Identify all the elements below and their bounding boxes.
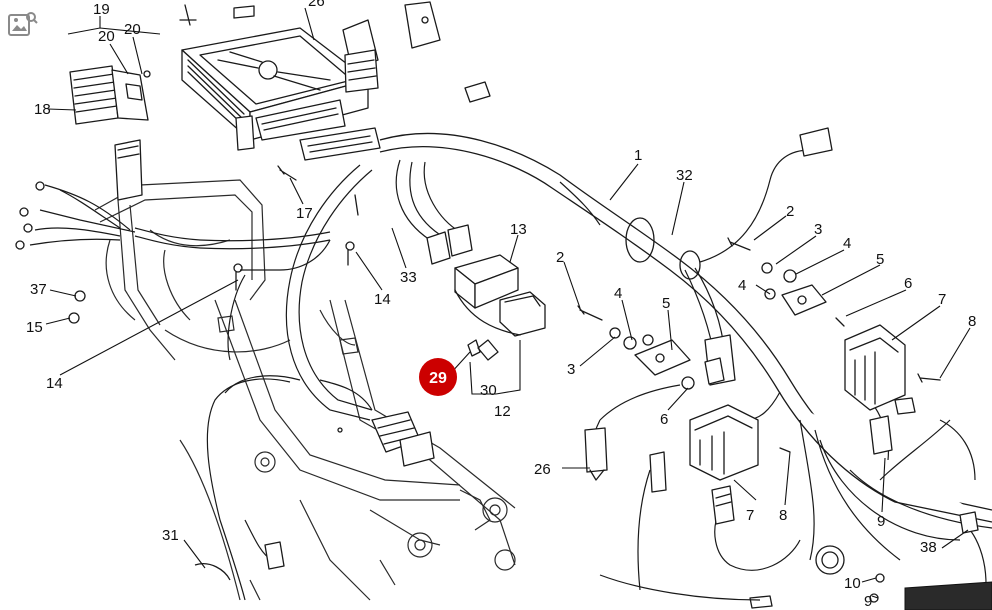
callout-9: 9 (864, 593, 872, 610)
callout-1: 1 (634, 147, 642, 164)
coil-connector-left (114, 139, 143, 201)
callout-15: 15 (26, 319, 43, 336)
callout-20-top: 26 (308, 0, 325, 10)
callout-19: 20 (98, 28, 115, 45)
highlighted-callout-29[interactable]: 29 (419, 358, 457, 396)
callout-6-center: 6 (660, 411, 668, 428)
ignition-coil-right (844, 324, 906, 411)
callout-9-right: 9 (877, 513, 885, 530)
callout-26: 26 (534, 461, 551, 478)
bolts-screws (68, 70, 941, 603)
bracket-5 (634, 284, 827, 376)
callout-6-right: 6 (904, 275, 912, 292)
callout-12: 12 (494, 403, 511, 420)
highlight-29-badge[interactable] (419, 358, 457, 396)
callout-32: 32 (676, 167, 693, 184)
connector-7-lower (711, 485, 735, 525)
callout-2-center: 2 (556, 249, 564, 266)
multi-pin-connector-center (371, 411, 435, 467)
callout-8-right: 8 (968, 313, 976, 330)
callout-5-center: 5 (662, 295, 670, 312)
callout-4-right-top: 4 (843, 235, 851, 252)
callout-4-center: 4 (614, 285, 622, 302)
callout-14-center: 14 (374, 291, 391, 308)
relay-box-top (179, 1, 441, 93)
callout-10: 10 (844, 575, 861, 592)
callout-4-right-mid: 4 (738, 277, 746, 294)
callout-3-center: 3 (567, 361, 575, 378)
callout-20: 20 (124, 21, 141, 38)
callout-18: 19 (93, 1, 110, 18)
callout-14-left: 14 (46, 375, 63, 392)
callout-16: 17 (296, 205, 313, 222)
callout-8-center: 8 (779, 507, 787, 524)
callout-30: 30 (480, 382, 497, 399)
callout-37: 37 (30, 281, 47, 298)
callout-38: 38 (920, 539, 937, 556)
clamp-32 (625, 217, 701, 280)
callout-labels: 19 20 20 26 18 17 1 32 2 3 4 4 5 6 7 8 2… (26, 0, 976, 610)
callout-7-center: 7 (746, 507, 754, 524)
motorcycle-frame (94, 179, 516, 601)
connectors-plugs (194, 81, 992, 610)
voltage-regulator (69, 65, 149, 125)
callout-13: 13 (510, 221, 527, 238)
highlight-29-label: 29 (429, 370, 447, 387)
callout-5-right: 5 (876, 251, 884, 268)
callout-31: 31 (162, 527, 179, 544)
ecu-control-unit (181, 27, 381, 161)
callout-7-right: 7 (938, 291, 946, 308)
callout-17: 18 (34, 101, 51, 118)
relay-13-assembly (454, 254, 546, 361)
leader-lines (45, 7, 971, 599)
callout-2-right: 2 (786, 203, 794, 220)
image-icon[interactable] (6, 10, 38, 42)
callout-33: 33 (400, 269, 417, 286)
callout-3-right: 3 (814, 221, 822, 238)
sensor-26 (584, 427, 608, 481)
main-wiring-harness (29, 132, 992, 601)
